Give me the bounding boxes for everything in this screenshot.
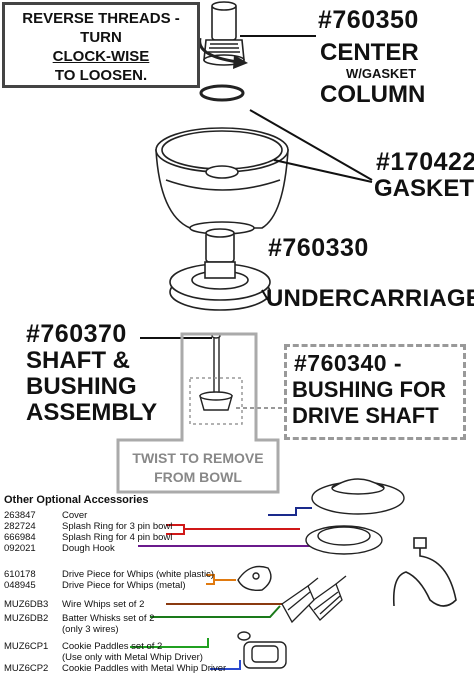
shaft-label-1: SHAFT &: [26, 347, 130, 374]
bowl-drawing: [155, 127, 289, 235]
twist-line-2: FROM BOWL: [154, 469, 242, 485]
reverse-line-3: CLOCK-WISE: [52, 48, 150, 65]
accessory-item: 282724 Splash Ring for 3 pin bowl: [4, 521, 172, 532]
accessory-desc: (Use only with Metal Whip Driver): [62, 652, 203, 663]
center-column-part-number: #760350: [318, 6, 419, 34]
gasket-label: GASKET: [374, 175, 474, 202]
accessory-item: 092021 Dough Hook: [4, 543, 115, 554]
accessories-title: Other Optional Accessories: [4, 494, 149, 506]
center-column-label: CENTER: [320, 39, 419, 66]
reverse-line-2: TURN: [80, 29, 122, 46]
accessory-code: 610178: [4, 569, 36, 580]
gasket-drawing: [199, 84, 245, 102]
bushing-label-2: DRIVE SHAFT: [292, 403, 439, 428]
accessory-item: 263847 Cover: [4, 510, 87, 521]
drive-piece-drawing: [237, 565, 272, 591]
accessory-item: MUZ6CP2 Cookie Paddles with Metal Whip Dr…: [4, 663, 226, 674]
shaft-drawing: [199, 333, 233, 411]
accessory-code: 282724: [4, 521, 36, 532]
undercarriage-part-number: #760330: [268, 234, 369, 262]
accessory-code: 263847: [4, 510, 36, 521]
accessory-item: (Use only with Metal Whip Driver): [4, 652, 203, 663]
accessory-desc: Cookie Paddles with Metal Whip Driver: [62, 663, 227, 674]
reverse-line-1: REVERSE THREADS -: [22, 10, 180, 27]
accessory-item: 610178 Drive Piece for Whips (white plast…: [4, 569, 214, 580]
cover-drawing: [311, 478, 405, 515]
accessory-item: 048945 Drive Piece for Whips (metal): [4, 580, 186, 591]
dough-hook-drawing: [392, 537, 457, 607]
accessory-item: MUZ6DB3 Wire Whips set of 2: [4, 599, 144, 610]
accessory-desc: Wire Whips set of 2: [62, 599, 145, 610]
center-column-column-label: COLUMN: [320, 81, 426, 108]
twist-frame: [116, 332, 280, 494]
bushing-part-number: #760340 -: [294, 350, 403, 376]
accessory-desc: Splash Ring for 3 pin bowl: [62, 521, 173, 532]
shaft-label-2: BUSHING: [26, 373, 137, 400]
batter-whisks-drawing: [281, 577, 319, 624]
accessory-item: (only 3 wires): [4, 624, 119, 635]
accessory-code: MUZ6DB2: [4, 613, 49, 624]
accessory-item: MUZ6DB2 Batter Whisks set of 2: [4, 613, 154, 624]
accessory-code: MUZ6CP2: [4, 663, 49, 674]
undercarriage-drawing: [169, 228, 271, 311]
accessory-desc: Batter Whisks set of 2: [62, 613, 155, 624]
undercarriage-label: UNDERCARRIAGE: [266, 285, 474, 312]
accessory-code: 092021: [4, 543, 36, 554]
bushing-label-1: BUSHING FOR: [292, 377, 446, 402]
shaft-part-number: #760370: [26, 320, 127, 348]
accessory-code: MUZ6DB3: [4, 599, 49, 610]
accessory-code: 666984: [4, 532, 36, 543]
reverse-line-4: TO LOOSEN.: [54, 67, 148, 84]
cookie-paddles-drawing: [237, 631, 287, 669]
accessory-code: MUZ6CP1: [4, 641, 49, 652]
accessory-desc: Dough Hook: [62, 543, 115, 554]
accessory-item: 666984 Splash Ring for 4 pin bowl: [4, 532, 172, 543]
bushing-box: [284, 344, 466, 440]
gasket-part-number: #170422: [376, 148, 474, 176]
accessory-desc: (only 3 wires): [62, 624, 119, 635]
accessory-desc: Splash Ring for 4 pin bowl: [62, 532, 173, 543]
accessory-desc: Cover: [62, 510, 88, 521]
accessory-code: 048945: [4, 580, 36, 591]
accessory-item: MUZ6CP1 Cookie Paddles set of 2: [4, 641, 162, 652]
twist-line-1: TWIST TO REMOVE: [132, 450, 264, 466]
twist-note: TWIST TO REMOVE FROM BOWL: [124, 446, 272, 488]
shaft-label-3: ASSEMBLY: [26, 399, 158, 426]
accessory-desc: Drive Piece for Whips (white plastic): [62, 569, 215, 580]
accessory-desc: Drive Piece for Whips (metal): [62, 580, 186, 591]
center-column-gasket-label: W/GASKET: [346, 66, 417, 81]
wire-whips-drawing: [307, 575, 347, 621]
splash-ring-drawing: [305, 525, 383, 555]
accessory-desc: Cookie Paddles set of 2: [62, 641, 163, 652]
reverse-threads-note: REVERSE THREADS - TURN CLOCK-WISE TO LOO…: [2, 2, 200, 88]
